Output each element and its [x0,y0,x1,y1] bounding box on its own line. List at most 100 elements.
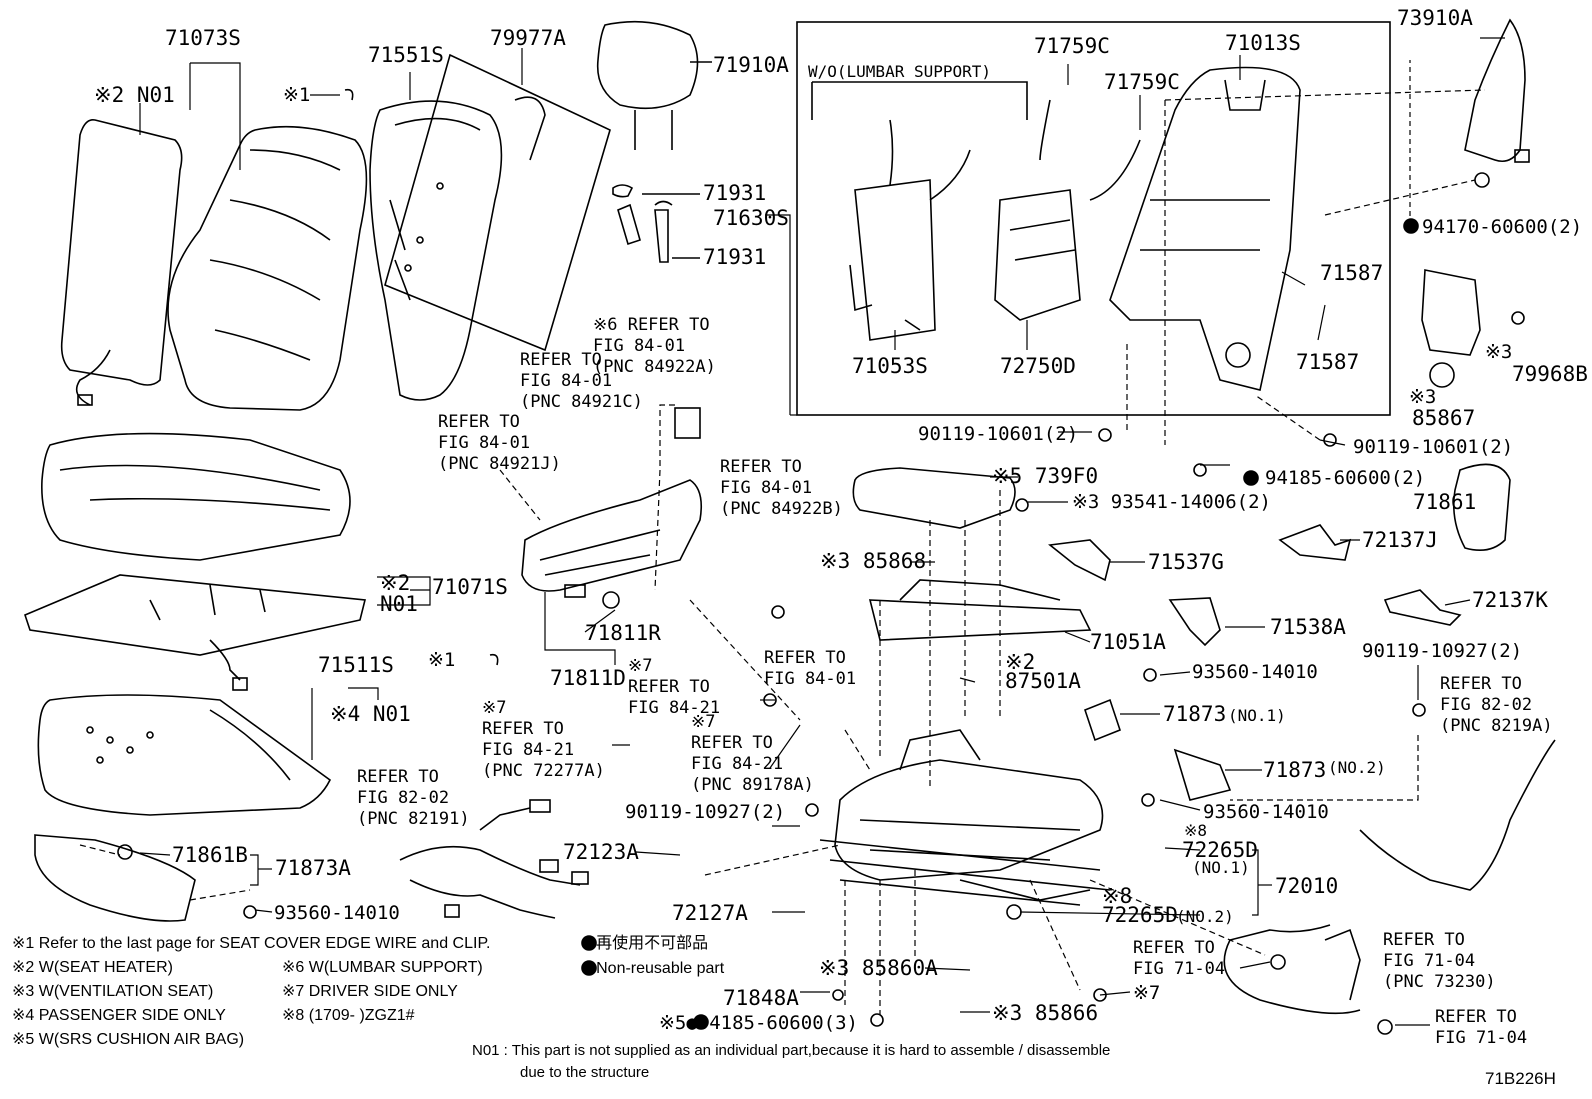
label-71873A: 71873A [275,856,351,880]
label-n01-passenger: ※4 N01 [330,702,411,726]
ref-84-21[interactable]: ※7 REFER TO FIG 84-21 [628,656,721,718]
seatback-frame-drawing [1109,66,1301,391]
label-71931-bottom: 71931 [703,245,767,269]
right-harness-drawing [1223,739,1556,1015]
ref-84921J[interactable]: REFER TO FIG 84-01 (PNC 84921J) [438,412,561,474]
note-5: ※5 W(SRS CUSHION AIR BAG) [12,1031,245,1048]
label-71910A: 71910A [713,53,789,77]
ref-89178A[interactable]: ※7 REFER TO FIG 84-21 (PNC 89178A) [691,712,814,795]
ref-84-01[interactable]: REFER TO FIG 84-01 [764,648,857,689]
ref-73230[interactable]: REFER TO FIG 71-04 (PNC 73230) [1383,930,1496,992]
side-airbag-drawing [1464,18,1530,163]
label-72265D-no1-sub: (NO.1) [1192,858,1250,877]
label-71811D: 71811D [550,666,626,690]
label-72265D-no2: ※8 72265D [1102,884,1178,927]
label-87501A: ※2 87501A [1005,650,1081,693]
label-79968B: 79968B [1512,362,1588,386]
label-71811R: 71811R [585,621,661,645]
note-2: ※2 W(SEAT HEATER) [12,959,173,976]
label-94185-b: ※5●94185-60600(3) [659,1012,858,1034]
note-8: ※8 (1709- )ZGZ1# [282,1007,415,1024]
label-94170: 94170-60600(2) [1422,216,1583,238]
headrest-supports-drawing [612,184,700,263]
label-72137J: 72137J [1362,528,1438,552]
label-71587-a: 71587 [1320,261,1384,285]
ref-82191[interactable]: REFER TO FIG 82-02 (PNC 82191) [357,767,470,829]
label-71511S: 71511S [318,653,394,677]
label-73910A: 73910A [1397,6,1473,30]
label-71848A: 71848A [723,986,799,1010]
headrest-drawing [596,20,712,150]
label-71861: 71861 [1413,490,1477,514]
lumbar-support-drawing [994,99,1141,321]
label-72265D-no2-sub: (NO.2) [1176,907,1234,926]
label-93541: ※3 93541-14006(2) [1072,491,1271,513]
ref-84922A[interactable]: ※6 REFER TO FIG 84-01 (PNC 84922A) [593,315,716,377]
label-90119-10601-a: 90119-10601(2) [918,423,1079,445]
cushion-heater-drawing [24,574,367,691]
label-72127A: 72127A [672,901,748,925]
label-71537G: 71537G [1148,550,1224,574]
label-71587-b: 71587 [1296,350,1360,374]
note-6: ※6 W(LUMBAR SUPPORT) [282,959,483,976]
label-note1-clip: ※1 [283,84,311,106]
label-71861B: 71861B [172,843,248,867]
note-4: ※4 PASSENGER SIDE ONLY [12,1007,226,1024]
label-85867: 85867 [1412,406,1476,430]
ref-84921C[interactable]: REFER TO FIG 84-01 (PNC 84921C) [520,350,643,412]
label-71759C-a: 71759C [1034,34,1110,58]
seat-cushion-cover-drawing [37,694,332,816]
inset-bracket [811,81,1028,120]
label-94185-a: 94185-60600(2) [1265,467,1426,489]
seat-cushion-pad-drawing [41,432,351,561]
note-1: ※1 Refer to the last page for SEAT COVER… [12,935,491,952]
ref-84922B[interactable]: REFER TO FIG 84-01 (PNC 84922B) [720,457,843,519]
label-71630S: 71630S [713,206,789,230]
label-739F0: ※5 739F0 [992,464,1099,488]
seatback-heater-pad-drawing [60,118,183,406]
label-71873-no2-sub: (NO.2) [1328,758,1386,777]
lumbar-switch-drawing [674,407,701,439]
label-72137K: 72137K [1472,588,1548,612]
fasteners [117,88,1525,1035]
seatback-board-drawing [384,53,611,352]
label-71551S: 71551S [368,43,444,67]
ref-71-04-a[interactable]: REFER TO FIG 71-04 [1133,938,1226,979]
label-85866: ※3 85866 [992,1001,1099,1025]
label-90119-10927-b: 90119-10927(2) [1362,640,1523,662]
ref-71-04-b[interactable]: REFER TO FIG 71-04 [1435,1007,1528,1048]
label-note1-clip-b: ※1 [428,649,456,671]
label-79968B-note: ※3 [1485,341,1513,363]
label-n01-heater: ※2 N01 [94,83,175,107]
label-79977A: 79977A [490,26,566,50]
label-71071S: 71071S [432,575,508,599]
diagram-id: 71B226H [1485,1069,1556,1088]
label-85860A: ※3 85860A [819,956,938,980]
label-72265D-no1-note: ※8 [1184,821,1208,840]
label-90119-10927-a: 90119-10927(2) [625,801,786,823]
seatback-pad-drawing [369,100,503,401]
ventilation-fan-drawing [1421,269,1481,388]
label-71931-top: 71931 [703,181,767,205]
label-90119-10601-b: 90119-10601(2) [1353,436,1514,458]
label-71873-no1-sub: (NO.1) [1228,706,1286,725]
side-shield-drawing [521,479,703,598]
label-85867-note: ※3 [1409,386,1437,408]
label-93560-a: 93560-14010 [1192,661,1318,683]
inset-label: W/O(LUMBAR SUPPORT) [808,62,992,81]
ref-72277A[interactable]: ※7 REFER TO FIG 84-21 (PNC 72277A) [482,698,605,781]
label-93560-c: 93560-14010 [274,902,400,924]
label-72010: 72010 [1275,874,1339,898]
seatback-cover-drawing [167,125,368,411]
label-71073S: 71073S [165,26,241,50]
inset-frame [796,21,1391,416]
knob-drawing [602,591,620,609]
ref-8219A[interactable]: REFER TO FIG 82-02 (PNC 8219A) [1440,674,1553,736]
legend-non-reusable-jp: ● 再使用不可部品 [582,935,709,952]
legend-non-reusable-en: ● Non-reusable part [582,960,725,977]
misc-brackets-drawing [1048,539,1232,801]
cushion-side-trim-drawing [34,834,196,922]
label-71051A: 71051A [1090,630,1166,654]
footnote-n01: N01 : This part is not supplied as an in… [472,1042,1111,1059]
